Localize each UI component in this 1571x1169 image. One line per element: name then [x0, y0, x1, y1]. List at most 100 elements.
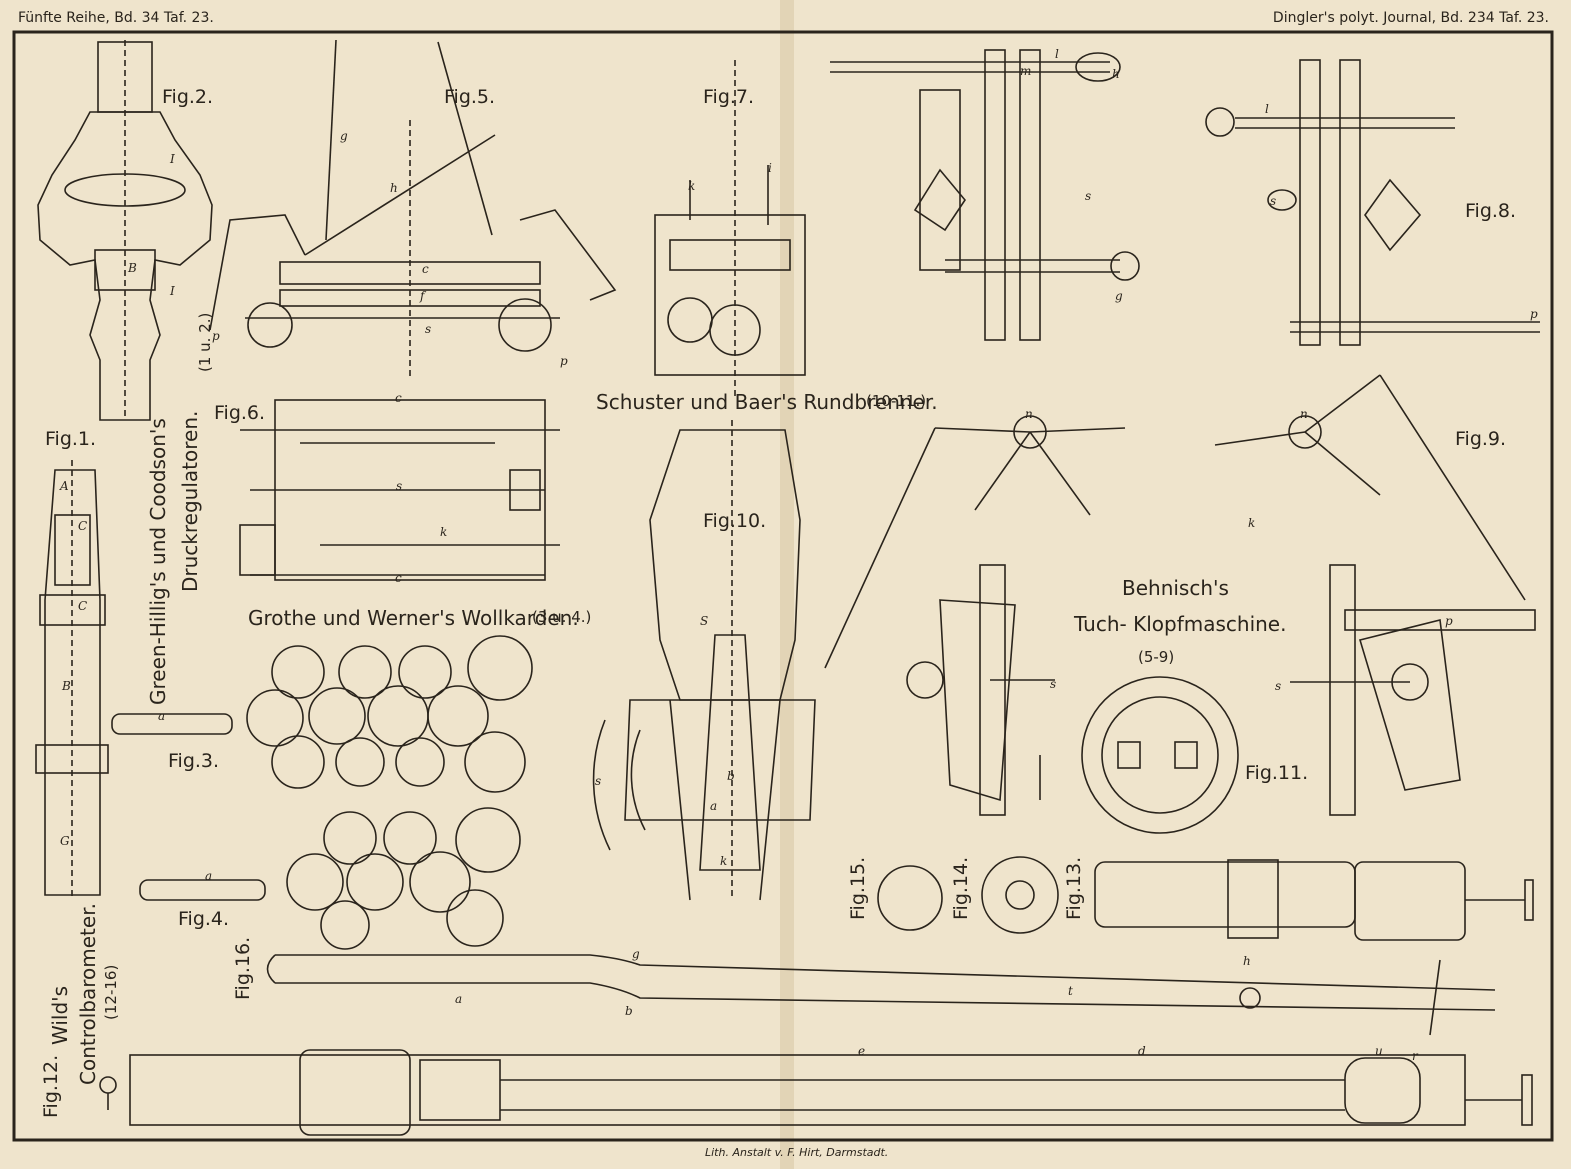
svg-text:a: a [205, 869, 212, 883]
svg-text:G: G [60, 834, 70, 848]
svg-text:S: S [700, 614, 708, 628]
svg-text:a: a [455, 992, 462, 1006]
behnisch-range: (5-9) [1138, 648, 1175, 666]
svg-text:f: f [419, 289, 427, 303]
fig7-shaft-drawing [830, 49, 1140, 341]
fig2-regulator-drawing [37, 40, 213, 421]
svg-text:r: r [1412, 1049, 1419, 1063]
svg-text:s: s [1275, 679, 1281, 693]
fig15-label: Fig.15. [847, 856, 869, 920]
fig16-label: Fig.16. [232, 936, 254, 1000]
fold-shadow [780, 0, 794, 1169]
svg-text:s: s [1085, 189, 1091, 203]
svg-text:i: i [768, 161, 772, 175]
svg-text:b: b [727, 769, 735, 783]
svg-text:g: g [1115, 289, 1123, 303]
svg-text:m: m [1020, 64, 1031, 78]
fig6-label: Fig.6. [214, 402, 266, 424]
fig12-label: Fig.12. [40, 1054, 62, 1118]
svg-text:p: p [560, 354, 568, 368]
svg-text:k: k [688, 179, 695, 193]
fig8-shaft-drawing [1205, 59, 1540, 346]
svg-text:c: c [395, 571, 402, 585]
svg-text:n: n [1300, 407, 1308, 421]
letter-annotations: I I B A C C B G g h p s c f p i k c c s … [59, 47, 1538, 1063]
svg-text:b: b [625, 1004, 633, 1018]
fig14-label: Fig.14. [950, 856, 972, 920]
svg-text:h: h [1243, 954, 1251, 968]
grothe-title: Grothe und Werner's Wollkarden. [248, 606, 579, 630]
svg-text:a: a [158, 709, 165, 723]
fig10-burner-drawing [592, 420, 816, 901]
green-hillig-title-line2: Druckregulatoren. [178, 410, 202, 592]
fig10-label: Fig.10. [703, 510, 767, 532]
wild-title-line2: Controlbarometer. [76, 903, 100, 1085]
grothe-range: (3 u. 4.) [532, 608, 592, 626]
fig4-label: Fig.4. [178, 908, 230, 930]
wild-title-line1: Wild's [48, 985, 72, 1045]
svg-text:c: c [395, 391, 402, 405]
fig4-carding-rolls [139, 807, 521, 950]
fig3-carding-rolls [111, 635, 533, 793]
behnisch-title-line2: Tuch- Klopfmaschine. [1074, 612, 1287, 636]
svg-text:a: a [710, 799, 717, 813]
fig11-label: Fig.11. [1245, 762, 1309, 784]
svg-text:n: n [1025, 407, 1033, 421]
fig1-label: Fig.1. [45, 428, 97, 450]
fig5-label: Fig.5. [444, 86, 496, 108]
svg-text:l: l [1265, 102, 1269, 116]
svg-text:C: C [78, 519, 87, 533]
svg-text:A: A [59, 479, 69, 493]
imprint: Lith. Anstalt v. F. Hirt, Darmstadt. [705, 1146, 889, 1159]
svg-text:h: h [1112, 67, 1120, 81]
svg-text:s: s [1050, 677, 1056, 691]
green-hillig-title-line1: Green-Hillig's und Coodson's [146, 418, 170, 705]
fig16-tube-drawing [266, 954, 1496, 1036]
schuster-title: Schuster und Baer's Rundbrenner. [596, 390, 938, 414]
svg-text:s: s [1270, 194, 1276, 208]
svg-text:k: k [720, 854, 727, 868]
svg-text:t: t [1068, 984, 1073, 998]
svg-text:B: B [127, 261, 137, 275]
svg-text:s: s [396, 479, 402, 493]
svg-text:s: s [425, 322, 431, 336]
svg-text:g: g [632, 947, 640, 961]
svg-text:p: p [1445, 614, 1453, 628]
svg-text:c: c [422, 262, 429, 276]
fig9-right-linkage [1214, 374, 1536, 816]
svg-text:s: s [595, 774, 601, 788]
svg-text:d: d [1138, 1044, 1146, 1058]
svg-text:p: p [212, 329, 220, 343]
wild-range: (12-16) [102, 964, 120, 1020]
plate-frame [12, 30, 1554, 1142]
fig11-ring-drawing [1039, 676, 1239, 834]
svg-text:e: e [858, 1044, 865, 1058]
svg-text:k: k [440, 525, 447, 539]
fig3-label: Fig.3. [168, 750, 220, 772]
fig6-plan-drawing [239, 399, 560, 581]
fig2-label: Fig.2. [162, 86, 214, 108]
svg-text:h: h [390, 181, 398, 195]
svg-text:g: g [340, 129, 348, 143]
fig9-label: Fig.9. [1455, 428, 1507, 450]
fig7-machine-drawing [654, 60, 806, 400]
svg-text:B: B [61, 679, 71, 693]
fig9-left-linkage [824, 415, 1126, 816]
fig7-label: Fig.7. [703, 86, 755, 108]
header-left: Fünfte Reihe, Bd. 34 Taf. 23. [18, 10, 214, 26]
fig1-tube-drawing [35, 460, 109, 900]
behnisch-title-line1: Behnisch's [1122, 576, 1229, 600]
svg-text:C: C [78, 599, 87, 613]
svg-text:l: l [1055, 47, 1059, 61]
fig12-barometer-drawing [99, 1049, 1533, 1136]
svg-text:I: I [169, 152, 175, 166]
green-hillig-range: (1 u. 2.) [196, 312, 214, 372]
svg-text:p: p [1530, 307, 1538, 321]
fig13-label: Fig.13. [1063, 856, 1085, 920]
fig5-machine-drawing [209, 39, 617, 380]
svg-text:u: u [1375, 1044, 1383, 1058]
header-right: Dingler's polyt. Journal, Bd. 234 Taf. 2… [1272, 10, 1549, 26]
fig8-label: Fig.8. [1465, 200, 1517, 222]
schuster-range: (10-11.) [866, 392, 927, 410]
